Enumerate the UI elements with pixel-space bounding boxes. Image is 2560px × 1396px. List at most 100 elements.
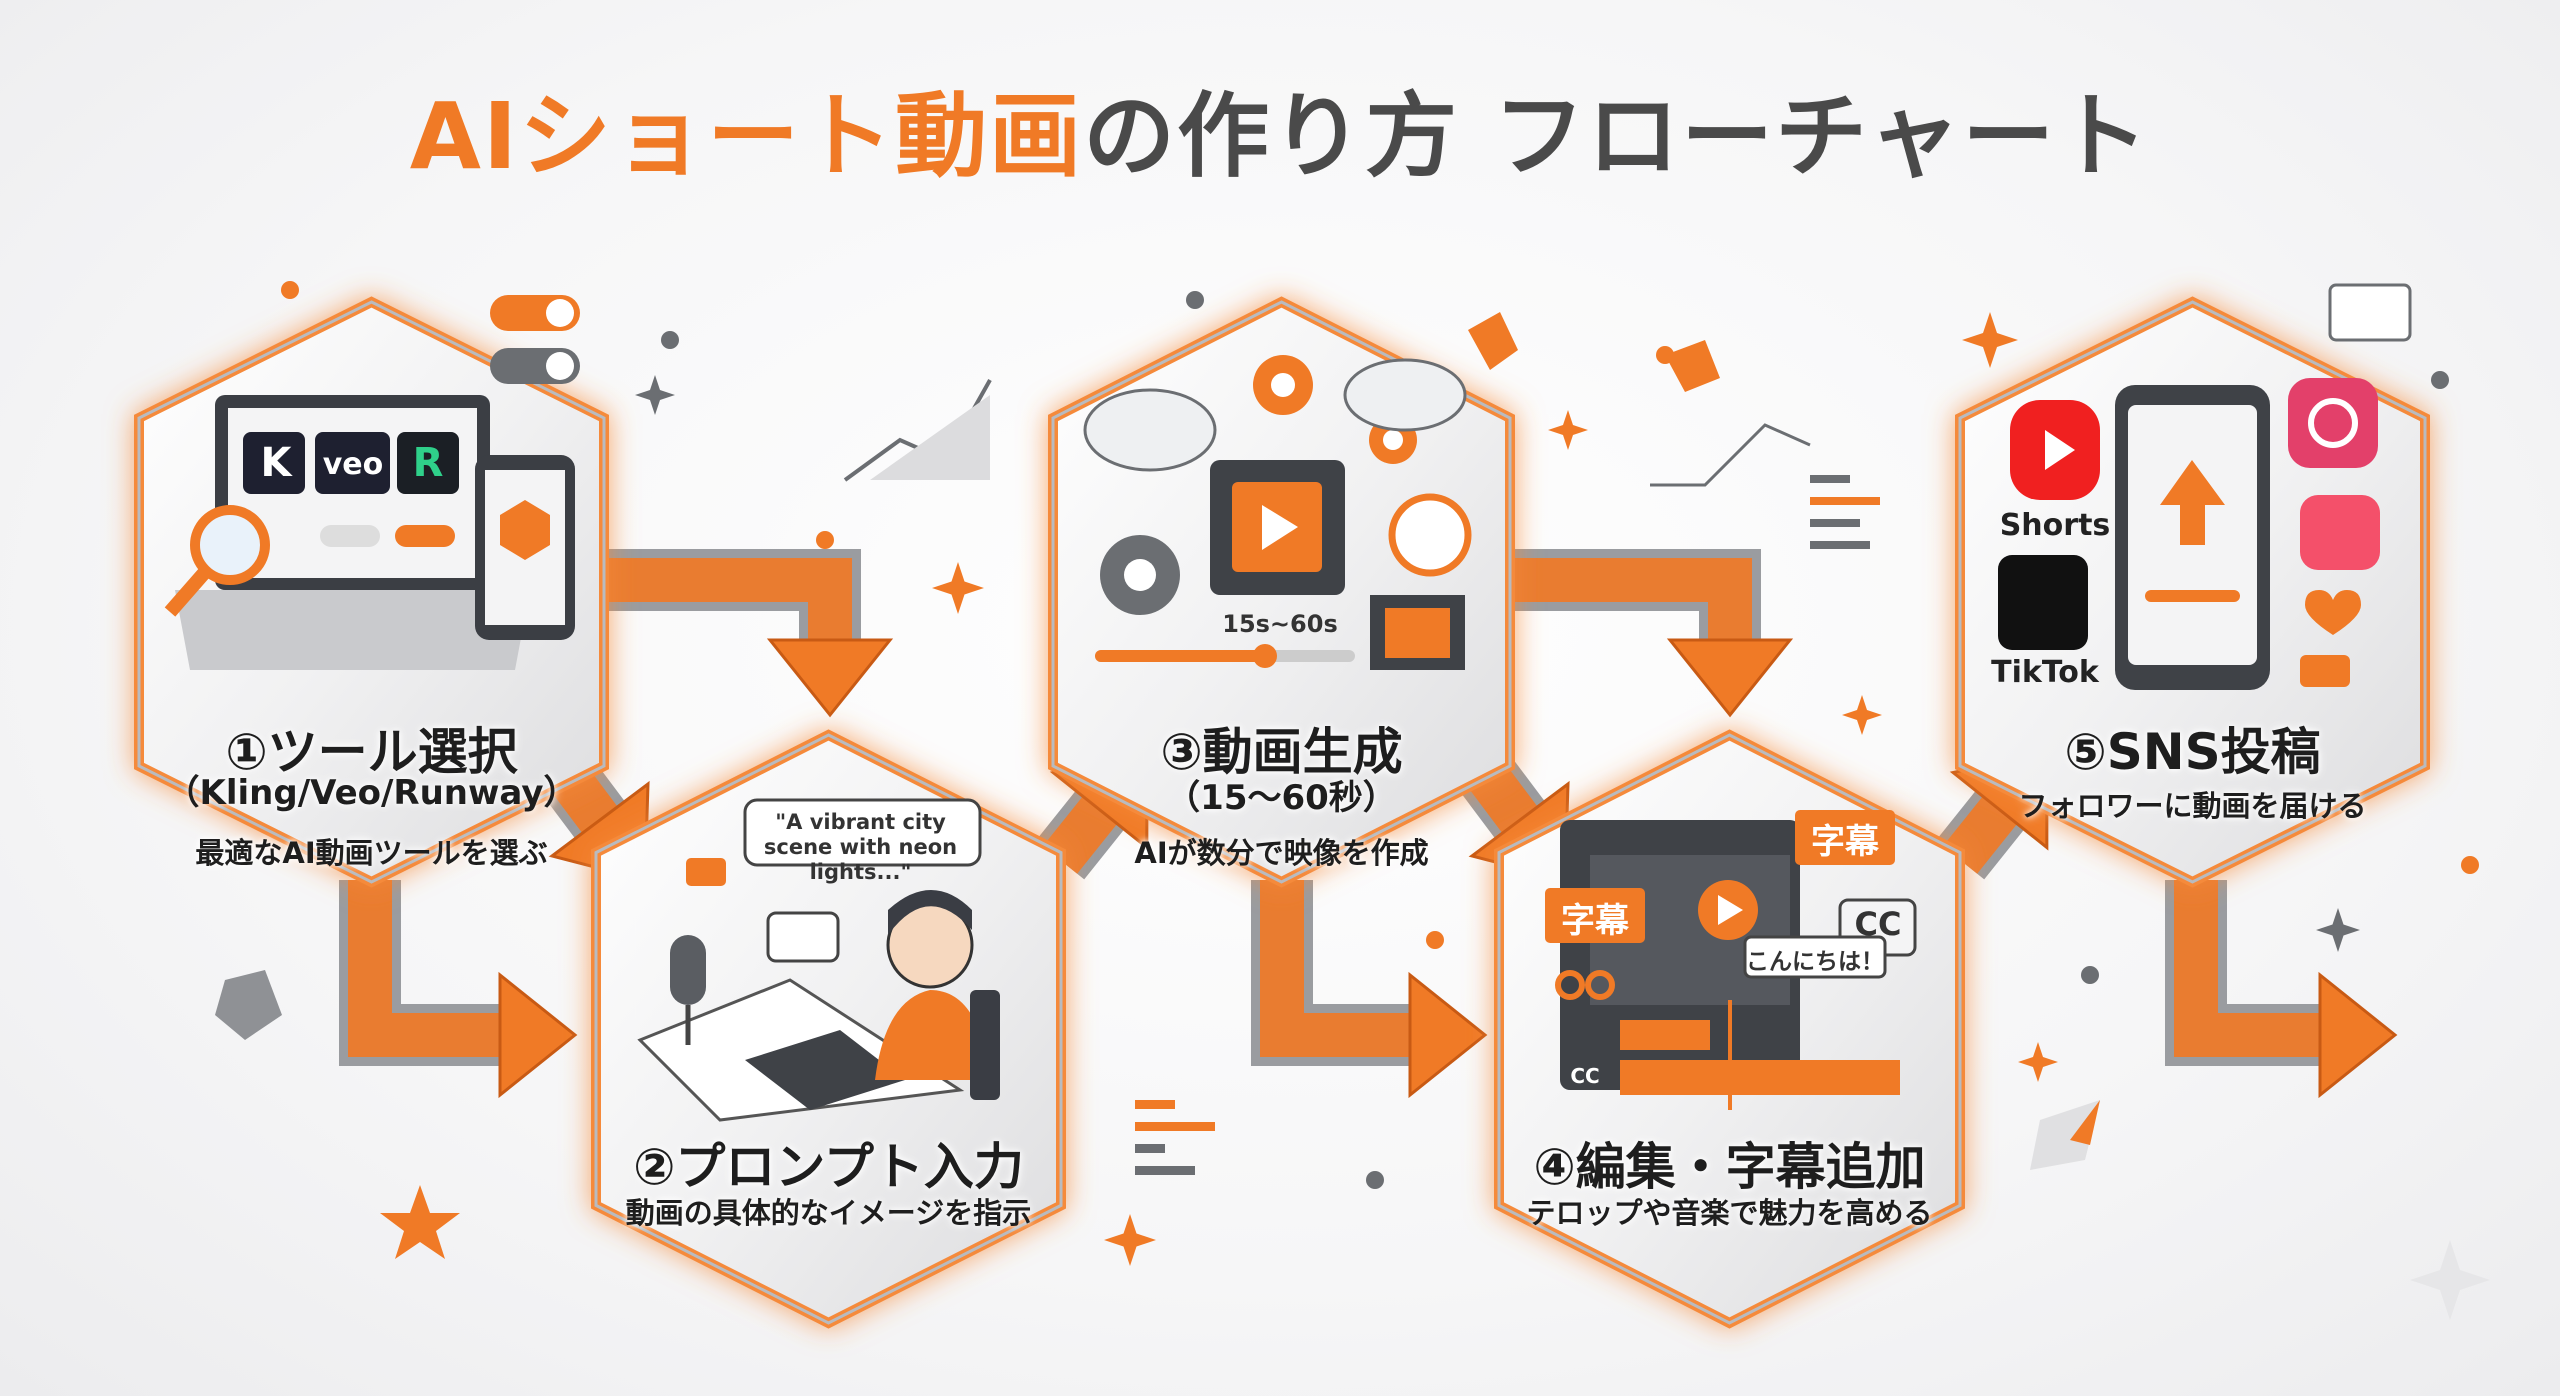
instagram-icon [2288, 378, 2378, 468]
step-1-description: 最適なAI動画ツールを選ぶ [195, 836, 548, 870]
gear-hole [1271, 373, 1295, 397]
gem-icon [1468, 312, 1518, 370]
hexagon-step-3-edge [1051, 300, 1512, 884]
tool-logo-tile [397, 432, 459, 494]
dot [1426, 931, 1444, 949]
step-1-subtitle: （Kling/Veo/Runway） [165, 773, 578, 813]
film-frame [1385, 608, 1450, 658]
laptop-keyboard [175, 590, 530, 670]
sparkle-icon [2316, 908, 2360, 952]
legend-bars [1810, 519, 1860, 527]
progress-fill [1095, 650, 1265, 662]
step-5-title: ⑤SNS投稿 [2064, 723, 2321, 781]
step-5-description: フォロワーに動画を届ける [2018, 789, 2367, 823]
arrow-3-down-head [1408, 971, 1488, 1099]
caption-tag-left: 字幕 [1561, 901, 1629, 941]
keyboard-icon [745, 1030, 905, 1110]
play-icon [1262, 505, 1298, 550]
chat-icon [2328, 283, 2412, 342]
chair [970, 990, 1000, 1100]
step-4-title: ④編集・字幕追加 [1533, 1138, 1926, 1196]
arrow-3-down [1260, 880, 1410, 1057]
arrow-1-down-head [498, 971, 578, 1099]
reels-icon [2300, 495, 2380, 570]
arrow-1-to-2-head [766, 638, 894, 718]
cc-badge: CC [1854, 905, 1902, 943]
legend-bars [1810, 475, 1850, 483]
veo-logo: veo [322, 447, 384, 482]
dot [1186, 291, 1204, 309]
dot [1366, 1171, 1384, 1189]
arrow-5-down [2174, 880, 2320, 1057]
title-rest: の作り方 フローチャート [1083, 83, 2151, 190]
toggle-icon [320, 525, 380, 547]
arrow-5-down-head [2318, 971, 2398, 1099]
clip-track [1620, 1020, 1710, 1050]
hello-subtitle: こんにちは！ [1746, 949, 1884, 975]
legend-bars [1135, 1122, 1215, 1131]
caption-tag-left-bg [1545, 888, 1645, 943]
arrow-2-to-3 [1042, 796, 1118, 874]
caption-tag-top-bg [1795, 810, 1895, 865]
title-highlight: AIショート動画 [409, 83, 1084, 190]
person-hair [888, 890, 972, 935]
tiktok-label: TikTok [1991, 655, 2099, 690]
gem-icon [500, 500, 550, 560]
arrow-1-down [348, 880, 500, 1057]
gem-icon [2030, 1100, 2100, 1170]
tool-logo-tile [243, 432, 305, 494]
progress-knob [1253, 644, 1277, 668]
tool-logo-tile [315, 432, 390, 494]
toggle-icon [395, 525, 455, 547]
arrow-3-to-4 [1510, 558, 1752, 640]
hexagon-step-4-edge [1497, 733, 1962, 1325]
arrow-3-to-4-head [1666, 638, 1794, 718]
step-2-description: 動画の具体的なイメージを指示 [625, 1196, 1032, 1230]
sparkle-icon [1104, 1214, 1156, 1266]
sparkle-icon [2410, 1240, 2490, 1320]
instagram-lens [2308, 398, 2358, 448]
dot [816, 531, 834, 549]
hexagon-step-2-edge [594, 733, 1063, 1325]
gear-hole [1124, 559, 1156, 591]
dot [2431, 371, 2449, 389]
dot [661, 331, 679, 349]
legend-bars [1810, 497, 1880, 505]
upload-icon [2160, 460, 2225, 545]
hexagon-step-5-edge [1958, 300, 2427, 884]
step-3-title: ③動画生成 [1160, 723, 1403, 781]
cloud-icon [1343, 358, 1467, 432]
sparkle-icon [1548, 410, 1588, 450]
sparkle-icon [1962, 312, 2018, 368]
tiktok-icon [1998, 555, 2088, 650]
prompt-bubble [743, 798, 982, 867]
sparkle-icon [932, 562, 984, 614]
step-4-description: テロップや音楽で魅力を高める [1526, 1196, 1933, 1230]
step-3-description: AIが数分で映像を作成 [1134, 836, 1429, 870]
gem-icon [1665, 340, 1720, 392]
caption-tag-top: 字幕 [1811, 822, 1879, 862]
sparkle-icon [1842, 695, 1882, 735]
legend-bars [1135, 1100, 1175, 1109]
toggle-knob [546, 352, 574, 380]
step-1-title: ①ツール選択 [225, 723, 518, 781]
connector-line [1650, 423, 1811, 487]
dot [2461, 856, 2479, 874]
person-body [875, 990, 990, 1080]
legend-bars [1810, 541, 1870, 549]
runway-logo: R [412, 440, 444, 486]
gem-icon [215, 970, 282, 1040]
chat-icon [686, 858, 726, 886]
duration-label: 15s~60s [1222, 610, 1338, 638]
toggle-knob [546, 299, 574, 327]
comment-icon [2300, 655, 2350, 687]
heart-icon [2305, 590, 2361, 635]
trend-area [870, 395, 990, 480]
arrow-1-to-2 [600, 558, 852, 640]
legend-bars [1135, 1166, 1195, 1175]
sparkle-icon [635, 375, 675, 415]
stopwatch-icon [1388, 493, 1472, 577]
scissors-icon [1555, 970, 1585, 1000]
play-icon [2045, 430, 2075, 470]
gem-icon [2070, 1100, 2100, 1145]
